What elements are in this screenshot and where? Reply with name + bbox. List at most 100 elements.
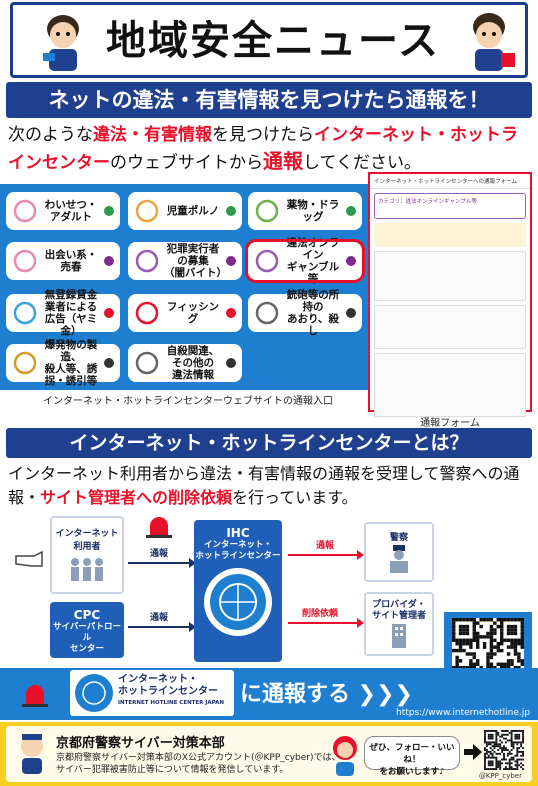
category-label: 薬物・ドラッグ bbox=[286, 199, 340, 223]
users-icon bbox=[71, 558, 103, 581]
arrow-right-icon bbox=[464, 744, 482, 760]
form-field-block bbox=[374, 305, 526, 349]
x-handle: @KPP_cyber bbox=[478, 772, 522, 780]
category-icon bbox=[255, 301, 279, 325]
police-node: 警察 bbox=[364, 522, 434, 582]
form-selected-category: カテゴリ：違法オンラインギャンブル等 bbox=[374, 193, 526, 219]
category-label: 出会い系・売春 bbox=[44, 249, 98, 273]
category-button[interactable]: 薬物・ドラッグ bbox=[248, 192, 362, 230]
ihc-logo-text: インターネット・ ホットラインセンター bbox=[118, 674, 218, 697]
footer-description: 京都府警察サイバー対策本部のX公式アカウント(＠KPP_cyber)では、サイバ… bbox=[56, 753, 341, 775]
police-mascot-icon bbox=[473, 13, 515, 71]
provider-node: プロバイダ・ サイト管理者 bbox=[364, 592, 434, 656]
category-button[interactable]: 犯罪実行者の募集 （闇バイト） bbox=[128, 242, 242, 280]
form-field-block bbox=[374, 251, 526, 301]
alert-siren-icon bbox=[22, 685, 48, 707]
arrow-cpc-to-ihc bbox=[128, 622, 196, 632]
alert-siren-icon bbox=[146, 517, 172, 538]
report-form-thumbnail: インターネット・ホットラインセンターへの通報フォーム カテゴリ：違法オンラインギ… bbox=[368, 172, 532, 417]
category-button[interactable]: 自殺関連、その他の 違法情報 bbox=[128, 344, 242, 382]
pointing-hand-icon bbox=[15, 550, 43, 567]
qr-code-icon[interactable] bbox=[484, 730, 524, 770]
category-button[interactable]: わいせつ・アダルト bbox=[6, 192, 120, 230]
category-button[interactable]: 出会い系・売春 bbox=[6, 242, 120, 280]
report-cta-bar[interactable]: インターネット・ ホットラインセンター INTERNET HOTLINE CEN… bbox=[0, 668, 538, 720]
ihc-logo: インターネット・ ホットラインセンター INTERNET HOTLINE CEN… bbox=[70, 670, 234, 716]
user-node: インターネット 利用者 bbox=[50, 516, 124, 594]
cyber-mascot-icon bbox=[333, 736, 357, 776]
arrow-label: 通報 bbox=[150, 549, 169, 559]
chevron-right-icon bbox=[104, 256, 114, 266]
category-label: わいせつ・アダルト bbox=[44, 199, 98, 223]
category-icon bbox=[135, 301, 159, 325]
category-icon bbox=[13, 199, 37, 223]
chevron-right-icon bbox=[226, 256, 236, 266]
category-button[interactable]: 無登録貸金業者による 広告（ヤミ金） bbox=[6, 289, 120, 337]
chevron-right-icon bbox=[104, 358, 114, 368]
chevron-right-icon bbox=[226, 358, 236, 368]
category-grid: わいせつ・アダルト 児童ポルノ 薬物・ドラッグ出会い系・売春 犯罪実行者の募集 （闇バ… bbox=[0, 184, 368, 390]
category-label: 爆発物の製造、 殺人等、誘拐・誘引等 bbox=[44, 339, 98, 387]
category-label: 犯罪実行者の募集 （闇バイト） bbox=[164, 243, 227, 279]
chevron-right-icon bbox=[104, 206, 114, 216]
title-banner: 地域安全ニュース bbox=[10, 2, 528, 78]
footer: 京都府警察サイバー対策本部 京都府警察サイバー対策本部のX公式アカウント(＠KP… bbox=[0, 722, 538, 786]
category-button[interactable]: 違法オンライン ギャンブル等 bbox=[245, 237, 365, 285]
arrow-ihc-to-police bbox=[288, 550, 364, 560]
category-label: 銃砲等の所持の あおり、殺し bbox=[286, 289, 340, 337]
category-button[interactable]: 爆発物の製造、 殺人等、誘拐・誘引等 bbox=[6, 339, 120, 387]
category-icon bbox=[255, 249, 279, 273]
report-link[interactable]: に通報する ❯❯❯ bbox=[240, 682, 413, 707]
cpc-node: CPC サイバーパトロール センター bbox=[50, 602, 124, 658]
category-label: 自殺関連、その他の 違法情報 bbox=[166, 345, 220, 381]
section-heading-ihc: インターネット・ホットラインセンターとは？ bbox=[6, 428, 532, 458]
arrow-ihc-to-provider bbox=[288, 618, 364, 628]
form-field-block bbox=[374, 353, 526, 417]
chevron-right-icon bbox=[346, 308, 356, 318]
ihc-seal-icon bbox=[204, 568, 272, 636]
category-icon bbox=[135, 199, 159, 223]
chevron-right-icon bbox=[104, 308, 114, 318]
category-icon bbox=[135, 249, 159, 273]
arrow-user-to-ihc bbox=[128, 558, 196, 568]
page-title: 地域安全ニュース bbox=[106, 18, 440, 64]
category-button[interactable]: フィッシング bbox=[128, 294, 242, 332]
category-icon bbox=[13, 249, 37, 273]
category-label: フィッシング bbox=[166, 301, 220, 325]
category-label: 児童ポルノ bbox=[166, 205, 220, 217]
police-officer-icon bbox=[390, 545, 408, 573]
chevron-right-icon bbox=[346, 256, 356, 266]
category-button[interactable]: 銃砲等の所持の あおり、殺し bbox=[248, 289, 362, 337]
footer-panel: 京都府警察サイバー対策本部 京都府警察サイバー対策本部のX公式アカウント(＠KP… bbox=[6, 726, 532, 782]
category-label: 違法オンライン ギャンブル等 bbox=[286, 237, 340, 285]
report-lead-text: 次のような違法・有害情報を見つけたらインターネット・ホットラインセンターのウェブ… bbox=[8, 125, 518, 173]
ihc-url[interactable]: https://www.internethotline.jp bbox=[395, 708, 530, 718]
arrow-label: 通報 bbox=[150, 613, 169, 623]
form-caption: 通報フォーム bbox=[420, 418, 480, 429]
form-notice bbox=[374, 223, 526, 247]
form-title: インターネット・ホットラインセンターへの通報フォーム bbox=[370, 174, 530, 189]
ihc-logo-subtext: INTERNET HOTLINE CENTER JAPAN bbox=[118, 700, 225, 706]
category-icon bbox=[135, 351, 159, 375]
mascot-icon bbox=[21, 734, 43, 774]
category-label: 無登録貸金業者による 広告（ヤミ金） bbox=[44, 289, 98, 337]
chevron-right-icon bbox=[226, 206, 236, 216]
building-icon bbox=[392, 624, 406, 648]
footer-title: 京都府警察サイバー対策本部 bbox=[56, 736, 225, 751]
category-icon bbox=[13, 351, 37, 375]
flow-diagram: インターネット 利用者 通報 CPC サイバーパトロール センター 通報 IHC… bbox=[0, 510, 538, 670]
category-button[interactable]: 児童ポルノ bbox=[128, 192, 242, 230]
ihc-lead-text: インターネット利用者から違法・有害情報の通報を受理して警察への通報・サイト管理者… bbox=[8, 464, 520, 507]
category-icon bbox=[13, 301, 37, 325]
arrow-label: 削除依頼 bbox=[302, 609, 339, 619]
ihc-node: IHC インターネット・ ホットラインセンター bbox=[194, 520, 282, 662]
arrow-label: 通報 bbox=[316, 541, 335, 551]
police-mascot-icon bbox=[43, 15, 79, 71]
section-heading-report: ネットの違法・有害情報を見つけたら通報を！ bbox=[6, 82, 532, 118]
grid-caption: インターネット・ホットラインセンターウェブサイトの通報入口 bbox=[43, 396, 333, 407]
category-icon bbox=[255, 199, 279, 223]
follow-bubble: ぜひ、フォロー・いいね！ をお願いします♪ bbox=[364, 736, 460, 777]
chevron-right-icon bbox=[226, 308, 236, 318]
chevron-right-icon bbox=[346, 206, 356, 216]
